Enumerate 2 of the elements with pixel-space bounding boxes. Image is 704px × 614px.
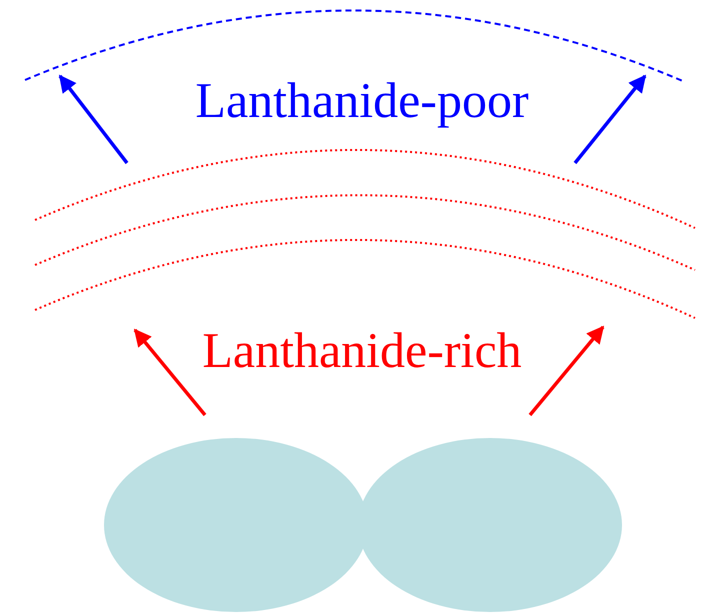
region-label: Lanthanide-poor [195, 72, 529, 128]
region-label: Lanthanide-rich [202, 322, 522, 378]
